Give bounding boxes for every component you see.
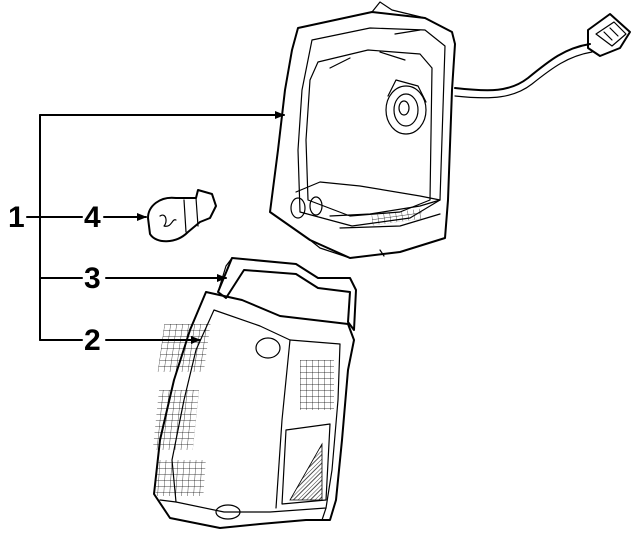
leader-lines xyxy=(26,111,285,344)
lamp-housing xyxy=(269,1,456,259)
wire-harness xyxy=(454,43,593,99)
lamp-lens xyxy=(152,291,355,529)
callout-3: 3 xyxy=(84,262,101,295)
callout-4: 4 xyxy=(84,201,101,234)
bulb-icon xyxy=(147,189,217,243)
lens-gasket xyxy=(217,257,357,331)
callout-1: 1 xyxy=(8,201,25,234)
callout-2: 2 xyxy=(84,324,101,357)
connector-icon xyxy=(587,13,631,57)
